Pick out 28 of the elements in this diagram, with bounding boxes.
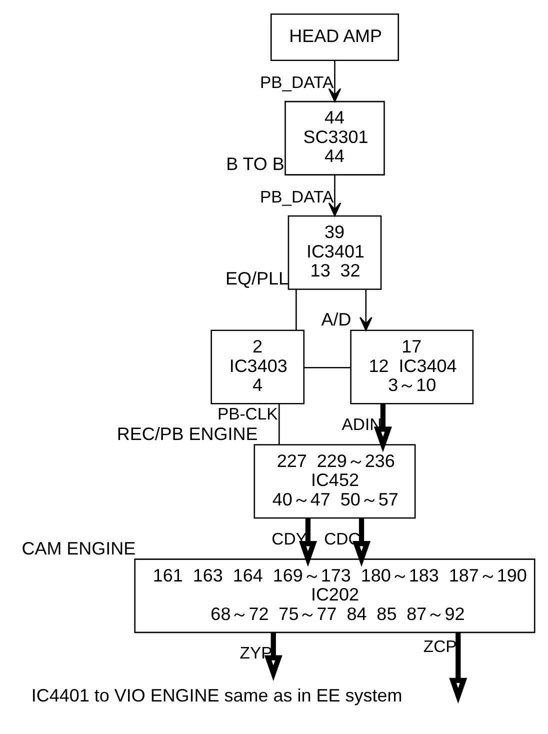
arrow — [298, 518, 317, 567]
edge-label: ZYP — [240, 644, 272, 663]
node-text: IC4401 to VIO ENGINE same as in EE system — [31, 685, 402, 706]
connector — [296, 289, 297, 330]
node-box: 44 SC3301 44 — [284, 100, 385, 176]
edge-label: PB-CLK — [217, 404, 278, 424]
arrow — [328, 60, 342, 102]
node-label: REC/PB ENGINE — [116, 424, 258, 444]
node-label: A/D — [321, 309, 352, 330]
node-label: EQ/PLL — [225, 268, 288, 288]
connector — [304, 367, 351, 368]
connector — [278, 404, 280, 445]
node-box: 39 IC3401 13 32 — [288, 215, 382, 290]
edge-label: PB_DATA — [260, 73, 334, 92]
node-label: CAM ENGINE — [22, 538, 136, 558]
node-box: 161 163 164 169～173 180～183 187～190 IC202 68～72 75～77 84 85 87～92 — [134, 558, 536, 634]
arrow — [352, 518, 371, 567]
node-box: 2 IC3403 4 — [210, 330, 305, 404]
node-label: B TO B — [226, 154, 284, 174]
node-box: 17 12 IC3404 3～10 — [350, 330, 474, 404]
arrow — [328, 175, 342, 216]
node-box: HEAD AMP — [270, 14, 400, 62]
arrow — [374, 404, 392, 452]
arrow — [264, 632, 282, 681]
node-box: 227 229～236 IC452 40～47 50～57 — [254, 444, 416, 519]
arrow — [359, 289, 372, 331]
edge-label: PB_DATA — [260, 187, 334, 206]
arrow — [449, 632, 468, 704]
